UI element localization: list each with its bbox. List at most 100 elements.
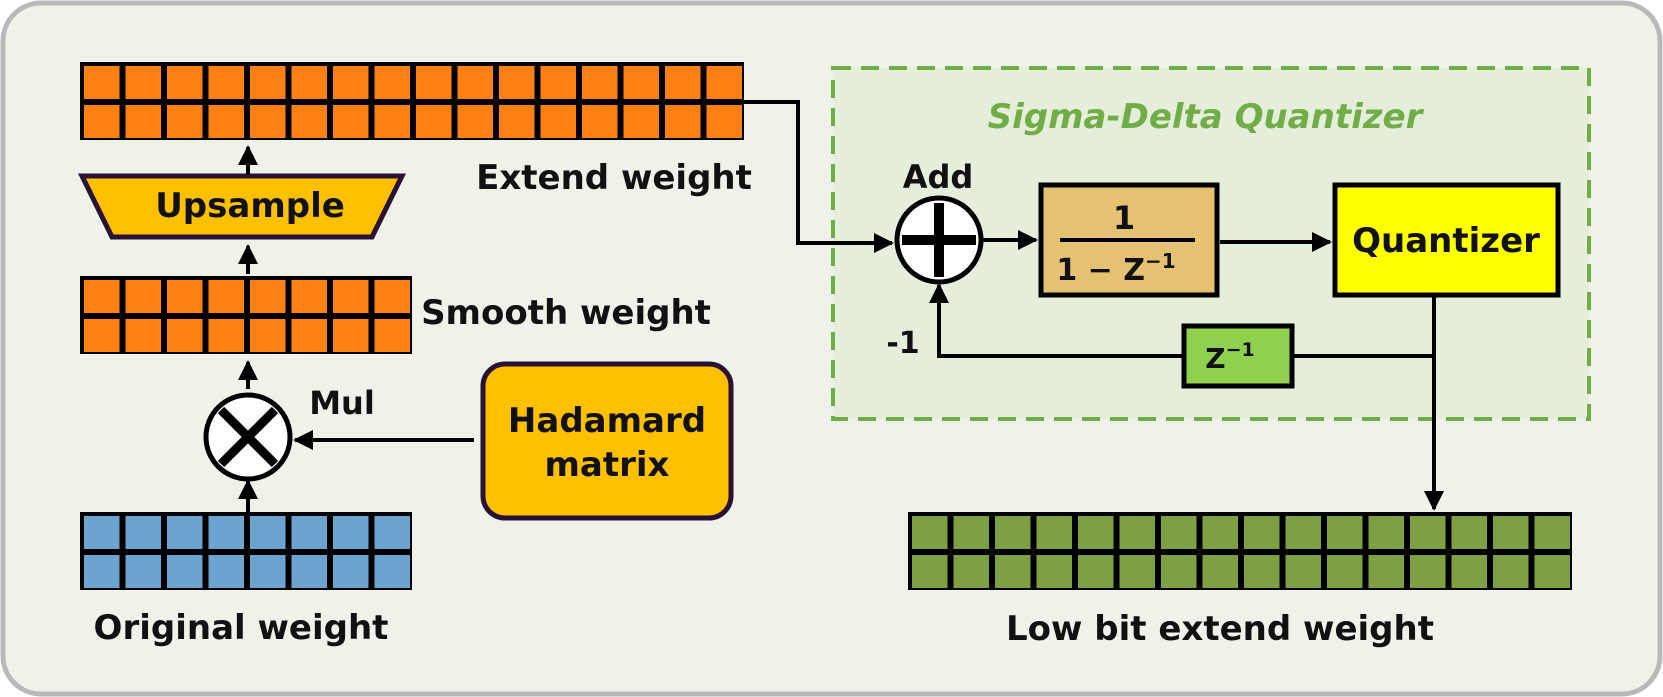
low-bit-weight-cell [1285, 516, 1321, 549]
low-bit-weight-cell [912, 555, 948, 588]
low-bit-weight-cell [1493, 555, 1529, 588]
extend-weight-cell [623, 105, 659, 138]
add-label: Add [903, 158, 974, 196]
original-weight-grid [80, 512, 412, 590]
low-bit-weight-cell [1534, 516, 1570, 549]
extend-weight-cell [291, 105, 327, 138]
quantizer-box [1332, 182, 1561, 298]
original-weight-cell [374, 555, 410, 588]
original-weight-cell [167, 555, 203, 588]
extend-weight-cell [333, 66, 369, 99]
extend-weight-cell [374, 105, 410, 138]
original-weight-cell [291, 516, 327, 549]
original-weight-cell [125, 516, 161, 549]
low-bit-weight-cell [1285, 555, 1321, 588]
extend-weight-cell [706, 105, 742, 138]
original-weight-cell [167, 516, 203, 549]
original-weight-cell [250, 555, 286, 588]
smooth-weight-grid [80, 276, 412, 354]
low-bit-weight-cell [995, 555, 1031, 588]
original-weight-cell [125, 555, 161, 588]
low-bit-weight-cell [1036, 555, 1072, 588]
low-bit-weight-cell [1368, 516, 1404, 549]
extend-weight-label: Extend weight [476, 158, 752, 198]
smooth-weight-cell [374, 280, 410, 313]
original-weight-cell [208, 555, 244, 588]
smooth-weight-cell [125, 319, 161, 352]
extend-weight-grid [80, 62, 744, 140]
low-bit-weight-cell [1202, 516, 1238, 549]
extend-weight-cell [374, 66, 410, 99]
low-bit-weight-cell [1327, 516, 1363, 549]
smooth-weight-cell [125, 280, 161, 313]
low-bit-weight-cell [953, 555, 989, 588]
delay-label: Z−1 [1205, 339, 1254, 375]
circle-times-icon [203, 392, 293, 482]
extend-weight-cell [208, 66, 244, 99]
circle-plus-icon [894, 195, 984, 285]
low-bit-weight-cell [1202, 555, 1238, 588]
smooth-weight-cell [84, 319, 120, 352]
smooth-weight-cell [84, 280, 120, 313]
original-weight-cell [374, 516, 410, 549]
low-bit-weight-cell [1534, 555, 1570, 588]
extend-weight-cell [457, 66, 493, 99]
sigma-delta-title: Sigma-Delta Quantizer [988, 97, 1425, 137]
extend-weight-cell [582, 66, 618, 99]
low-bit-weight-cell [1119, 555, 1155, 588]
low-bit-weight-cell [1161, 555, 1197, 588]
low-bit-weight-cell [912, 516, 948, 549]
extend-weight-cell [416, 66, 452, 99]
low-bit-weight-cell [953, 516, 989, 549]
hadamard-matrix-box [480, 361, 734, 521]
extend-weight-cell [665, 105, 701, 138]
original-weight-cell [291, 555, 327, 588]
extend-weight-cell [167, 105, 203, 138]
extend-weight-cell [499, 105, 535, 138]
extend-weight-cell [457, 105, 493, 138]
extend-weight-cell [167, 66, 203, 99]
extend-weight-cell [125, 66, 161, 99]
low-bit-weight-cell [1368, 555, 1404, 588]
extend-weight-cell [84, 66, 120, 99]
low-bit-weight-cell [1036, 516, 1072, 549]
original-weight-cell [84, 516, 120, 549]
smooth-weight-cell [208, 319, 244, 352]
low-bit-weight-cell [1078, 555, 1114, 588]
extend-weight-cell [250, 105, 286, 138]
extend-weight-cell [623, 66, 659, 99]
low-bit-weight-cell [1451, 516, 1487, 549]
low-bit-weight-cell [1078, 516, 1114, 549]
low-bit-weight-cell [1244, 516, 1280, 549]
smooth-weight-cell [333, 280, 369, 313]
smooth-weight-cell [374, 319, 410, 352]
low-bit-weight-cell [1161, 516, 1197, 549]
original-weight-cell [208, 516, 244, 549]
original-weight-cell [250, 516, 286, 549]
extend-weight-cell [416, 105, 452, 138]
smooth-weight-cell [167, 319, 203, 352]
feedback-arrow-to-add [929, 283, 1184, 358]
smooth-weight-cell [167, 280, 203, 313]
low-bit-weight-grid [908, 512, 1572, 590]
extend-weight-cell [291, 66, 327, 99]
low-bit-weight-cell [1410, 516, 1446, 549]
original-weight-cell [84, 555, 120, 588]
smooth-weight-cell [250, 319, 286, 352]
mul-label: Mul [309, 384, 375, 422]
upsample-block [77, 173, 407, 240]
low-bit-weight-cell [1410, 555, 1446, 588]
extend-weight-cell [499, 66, 535, 99]
original-weight-label: Original weight [94, 608, 389, 648]
extend-weight-cell [125, 105, 161, 138]
original-weight-cell [333, 555, 369, 588]
neg-one-label: -1 [886, 326, 919, 361]
low-bit-weight-cell [1119, 516, 1155, 549]
hadamard-label-line2: matrix [545, 445, 670, 485]
low-bit-weight-cell [1244, 555, 1280, 588]
smooth-weight-cell [291, 280, 327, 313]
extend-weight-cell [333, 105, 369, 138]
integrator-numerator: 1 [1113, 199, 1135, 237]
extend-weight-cell [250, 66, 286, 99]
